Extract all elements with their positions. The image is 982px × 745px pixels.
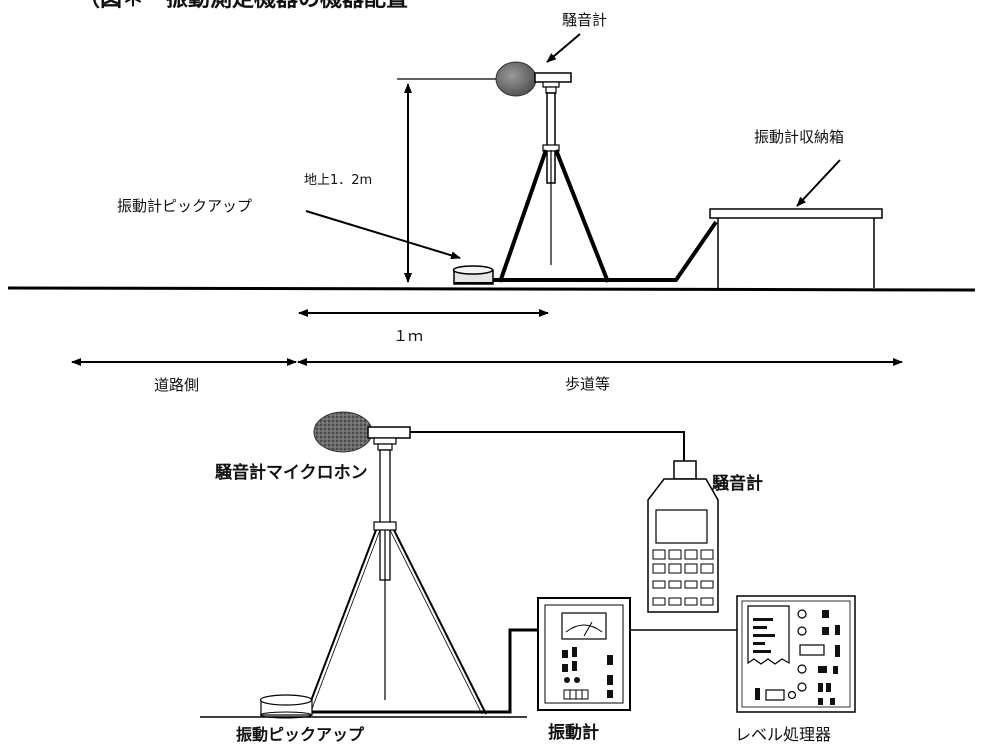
- level-processor: [736, 595, 856, 713]
- sound-meter-label: 騒音計: [712, 473, 763, 494]
- pickup-arrow: [305, 210, 461, 260]
- ground-line: [7, 286, 976, 292]
- pickup-label: 振動ピックアップ: [236, 725, 365, 744]
- microphone-tripod: [305, 411, 487, 715]
- vibration-meter: [537, 597, 631, 711]
- pickup-cable: [312, 628, 538, 714]
- equipment-view: 騒音計マイクロホン 騒音計 振動ピックアップ: [200, 411, 856, 744]
- pickup-label: 振動計ピックアップ: [117, 197, 252, 215]
- sound-meter-display: [655, 509, 708, 544]
- microphone-label: 騒音計マイクロホン: [215, 462, 368, 483]
- height-label: 地上1．2m: [304, 173, 372, 188]
- microphone-mount: [534, 72, 572, 83]
- storage-box-label: 振動計収納箱: [754, 128, 844, 146]
- sound-meter-arrow: [546, 33, 581, 63]
- vibration-pickup: [259, 694, 313, 719]
- sound-meter-label: 騒音計: [562, 11, 607, 29]
- storage-box: [709, 208, 883, 288]
- side-tripod: [495, 61, 610, 283]
- level-processor-label: レベル処理器: [735, 725, 831, 744]
- distance-label: １ｍ: [393, 327, 423, 345]
- vibration-meter-gauge: [561, 612, 607, 640]
- microphone-windscreen: [313, 411, 373, 453]
- sound-level-meter: [647, 460, 719, 613]
- side-cable: [492, 220, 718, 282]
- storage-box-arrow: [796, 159, 841, 207]
- sidewalk-label: 歩道等: [565, 375, 610, 393]
- microphone-ball: [495, 61, 537, 97]
- road-side-label: 道路側: [154, 376, 199, 394]
- vibration-meter-label: 振動計: [548, 722, 599, 743]
- microphone-cable: [410, 431, 685, 462]
- side-view: 騒音計 振動計収納箱 地上1．2m 振動計ピックアップ: [7, 11, 976, 394]
- side-pickup: [452, 265, 494, 285]
- page-title: （図＊ 振動測定機器の機器配置: [78, 0, 408, 12]
